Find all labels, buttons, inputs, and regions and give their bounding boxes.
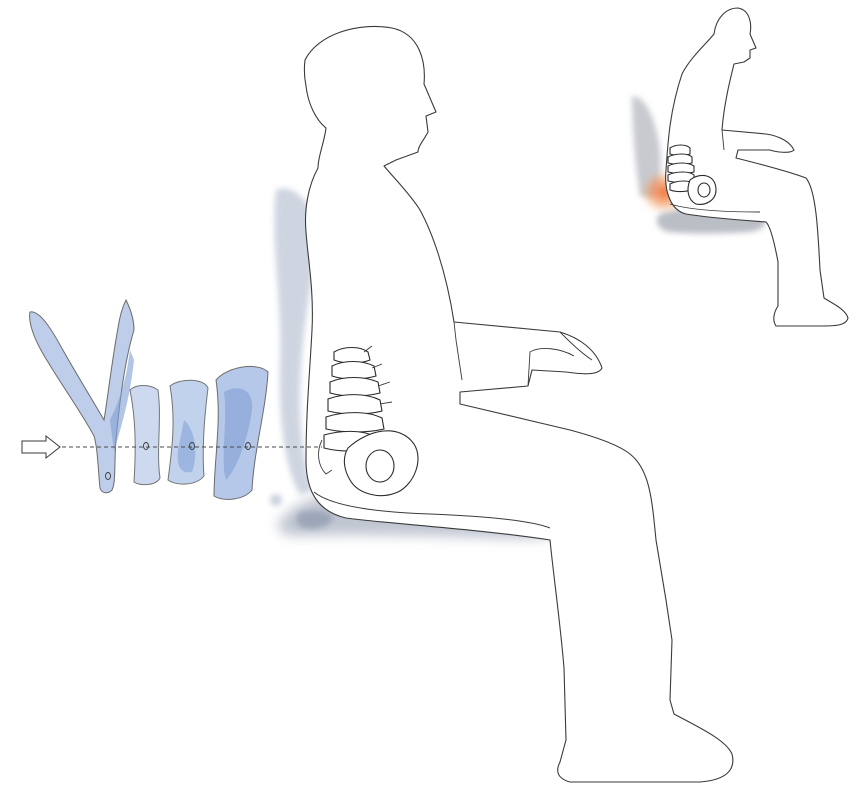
small-figure (632, 8, 848, 326)
support-piece-2 (130, 386, 160, 485)
main-figure (22, 26, 733, 782)
backrest-support-sequence (30, 300, 268, 499)
support-piece-1 (30, 300, 134, 493)
arrow-right-icon (22, 436, 60, 458)
